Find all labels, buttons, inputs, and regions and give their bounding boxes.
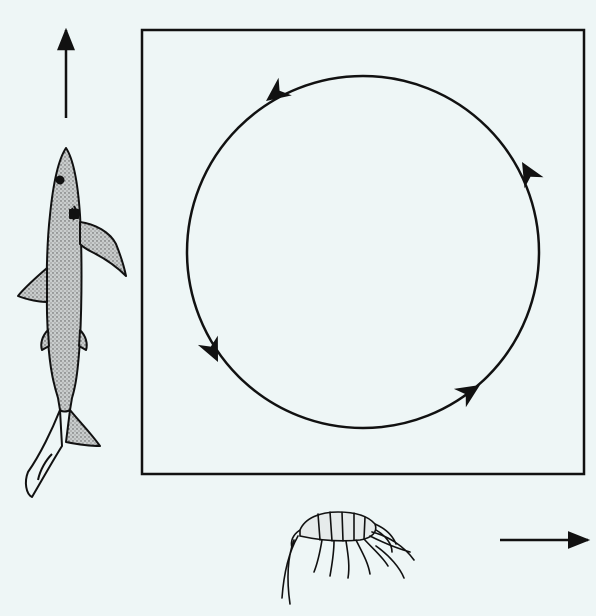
- plot-frame: [142, 30, 584, 474]
- cycle-arrow-bottom-right: [454, 376, 486, 408]
- cycle-arrows: [198, 78, 544, 408]
- shark-icon: [18, 148, 126, 497]
- cycle-circle: [187, 76, 539, 428]
- cycle-arrow-top-right: [512, 157, 543, 189]
- cycle-arrow-left: [198, 336, 228, 367]
- shrimp-icon: [282, 512, 414, 604]
